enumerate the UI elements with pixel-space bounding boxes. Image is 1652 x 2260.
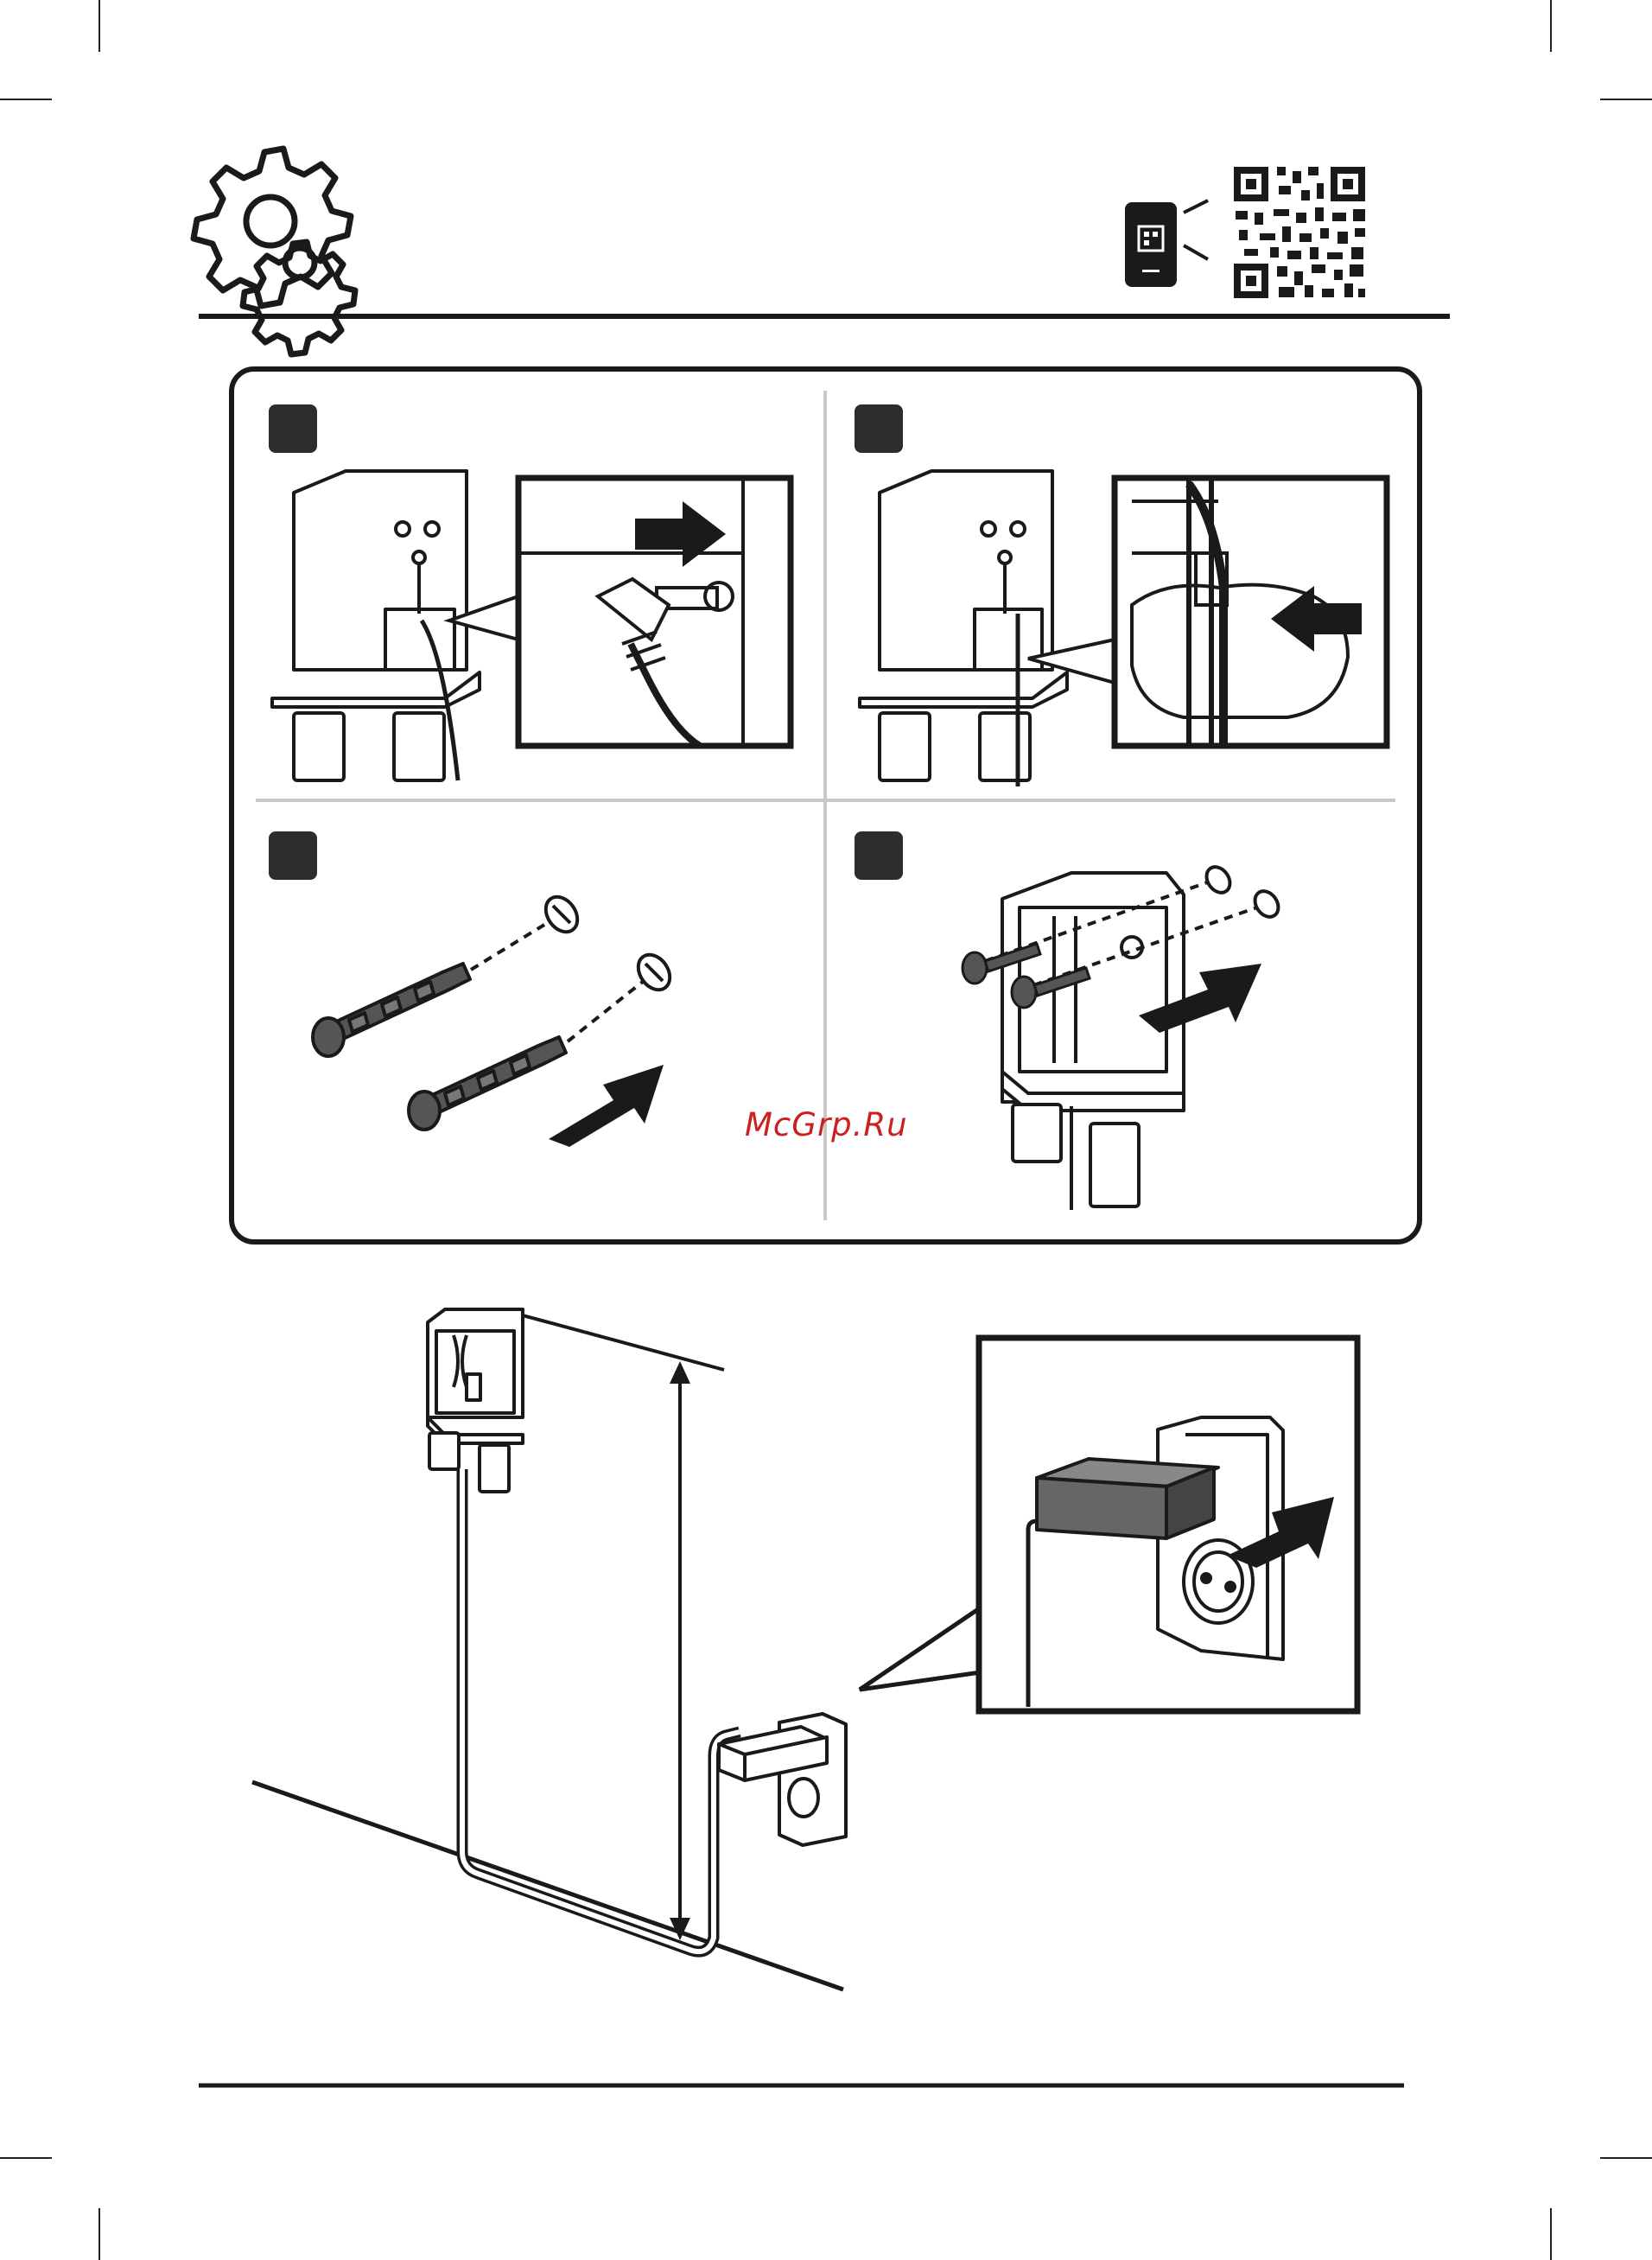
mounted-holder-illustration xyxy=(0,0,1652,2260)
